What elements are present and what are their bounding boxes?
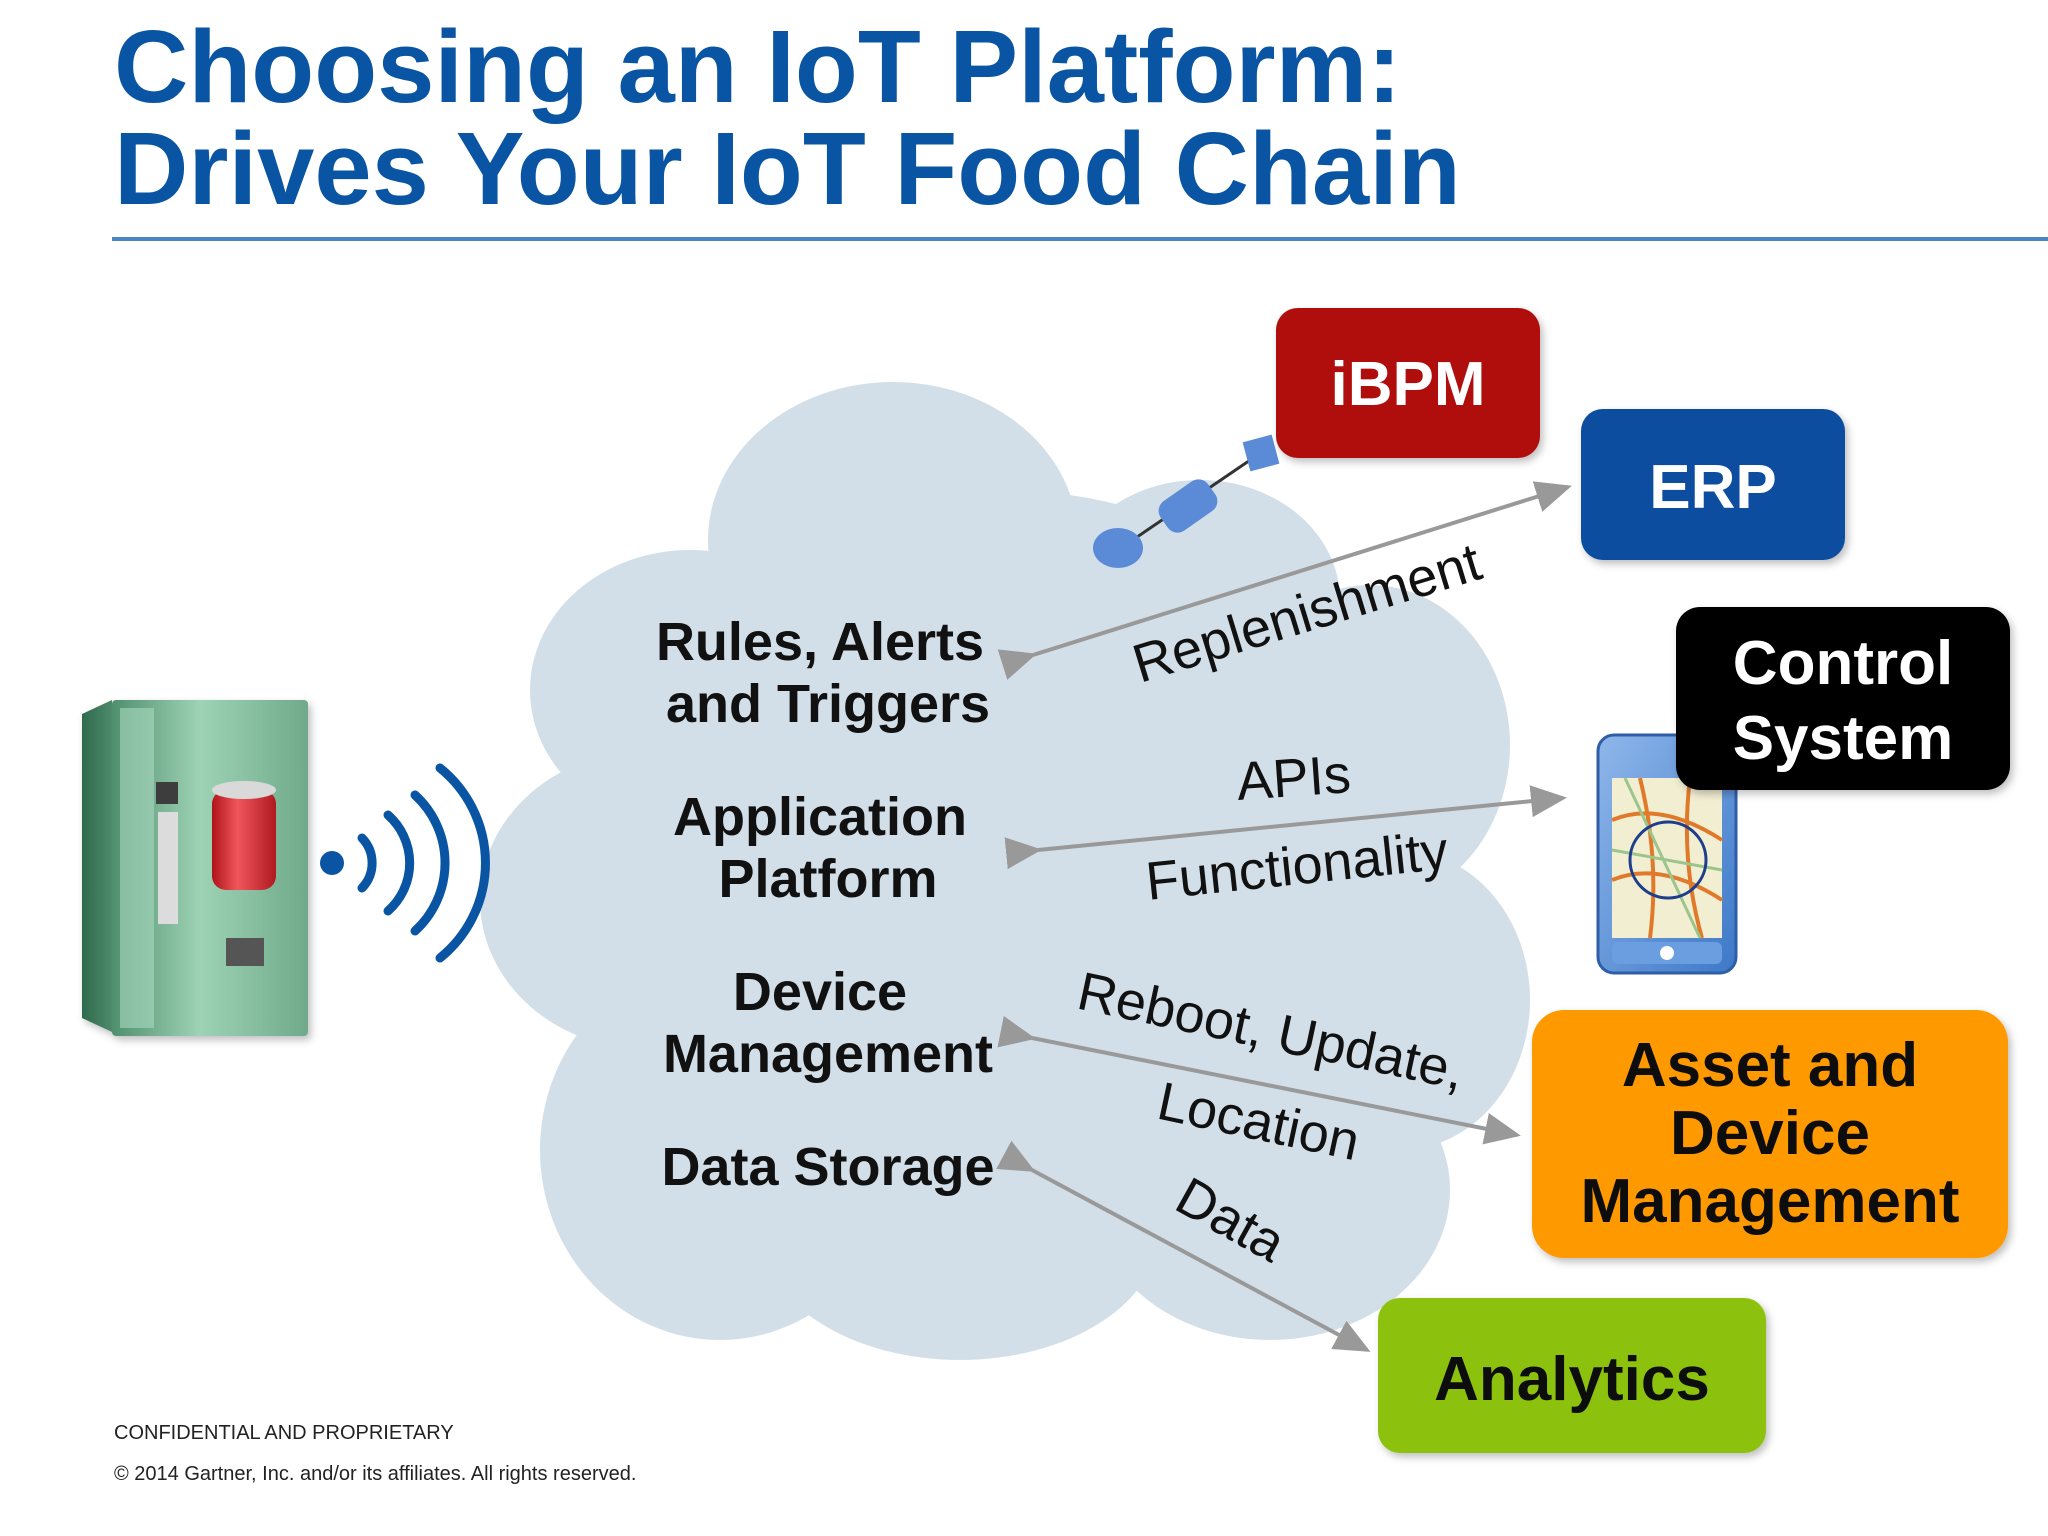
application-label-line-1: Application xyxy=(673,787,967,847)
rules-label-line-2: and Triggers xyxy=(666,674,990,734)
control-label-line-2: System xyxy=(1733,704,1954,773)
wireless-signal-icon xyxy=(320,763,490,963)
asset-label-line-3: Management xyxy=(1581,1167,1960,1236)
control-system-box-bg xyxy=(1676,607,2010,790)
device-label-line-2: Management xyxy=(663,1024,993,1084)
ibpm-label: iBPM xyxy=(1331,350,1486,419)
data-arrow xyxy=(996,1140,1371,1352)
asset-label-line-1: Asset and xyxy=(1622,1031,1918,1100)
device-label-line-1: Device xyxy=(733,962,907,1022)
confidential-notice: CONFIDENTIAL AND PROPRIETARY xyxy=(114,1422,454,1444)
asset-label-line-2: Device xyxy=(1670,1099,1870,1168)
analytics-label: Analytics xyxy=(1434,1345,1710,1414)
ibpm-box-bg xyxy=(1276,308,1540,458)
cloud-labels: Rules, Alerts and Triggers Application P… xyxy=(656,612,995,1197)
analytics-box-bg xyxy=(1378,1298,1766,1453)
storage-label: Data Storage xyxy=(661,1137,994,1197)
smartphone-map-icon xyxy=(1596,733,1738,975)
ibpm-box: iBPM xyxy=(1276,308,1540,458)
footer: CONFIDENTIAL AND PROPRIETARY © 2014 Gart… xyxy=(114,1422,636,1485)
slide-title: Choosing an IoT Platform: Drives Your Io… xyxy=(114,9,1461,226)
erp-box: ERP xyxy=(1581,409,1845,560)
control-system-box: Control System xyxy=(1676,607,2010,790)
copyright-notice: © 2014 Gartner, Inc. and/or its affiliat… xyxy=(114,1463,636,1485)
title-line-1: Choosing an IoT Platform: xyxy=(114,9,1401,124)
rules-label-line-1: Rules, Alerts xyxy=(656,612,984,672)
replenishment-arrow xyxy=(997,481,1572,680)
arrows xyxy=(996,481,1572,1352)
asset-box-bg xyxy=(1532,1010,2008,1258)
application-label-line-2: Platform xyxy=(718,849,937,909)
reboot-arrow xyxy=(997,1016,1521,1145)
erp-box-bg xyxy=(1581,409,1845,560)
erp-label: ERP xyxy=(1649,453,1776,522)
title-divider xyxy=(112,237,2048,241)
apis-arrow xyxy=(1004,785,1567,870)
control-label-line-1: Control xyxy=(1733,629,1953,698)
vending-machine-icon xyxy=(82,700,308,1036)
asset-device-management-box: Asset and Device Management xyxy=(1532,1010,2008,1258)
apis-label: APIs xyxy=(1235,744,1353,812)
title-line-2: Drives Your IoT Food Chain xyxy=(114,111,1461,226)
analytics-box: Analytics xyxy=(1378,1298,1766,1453)
